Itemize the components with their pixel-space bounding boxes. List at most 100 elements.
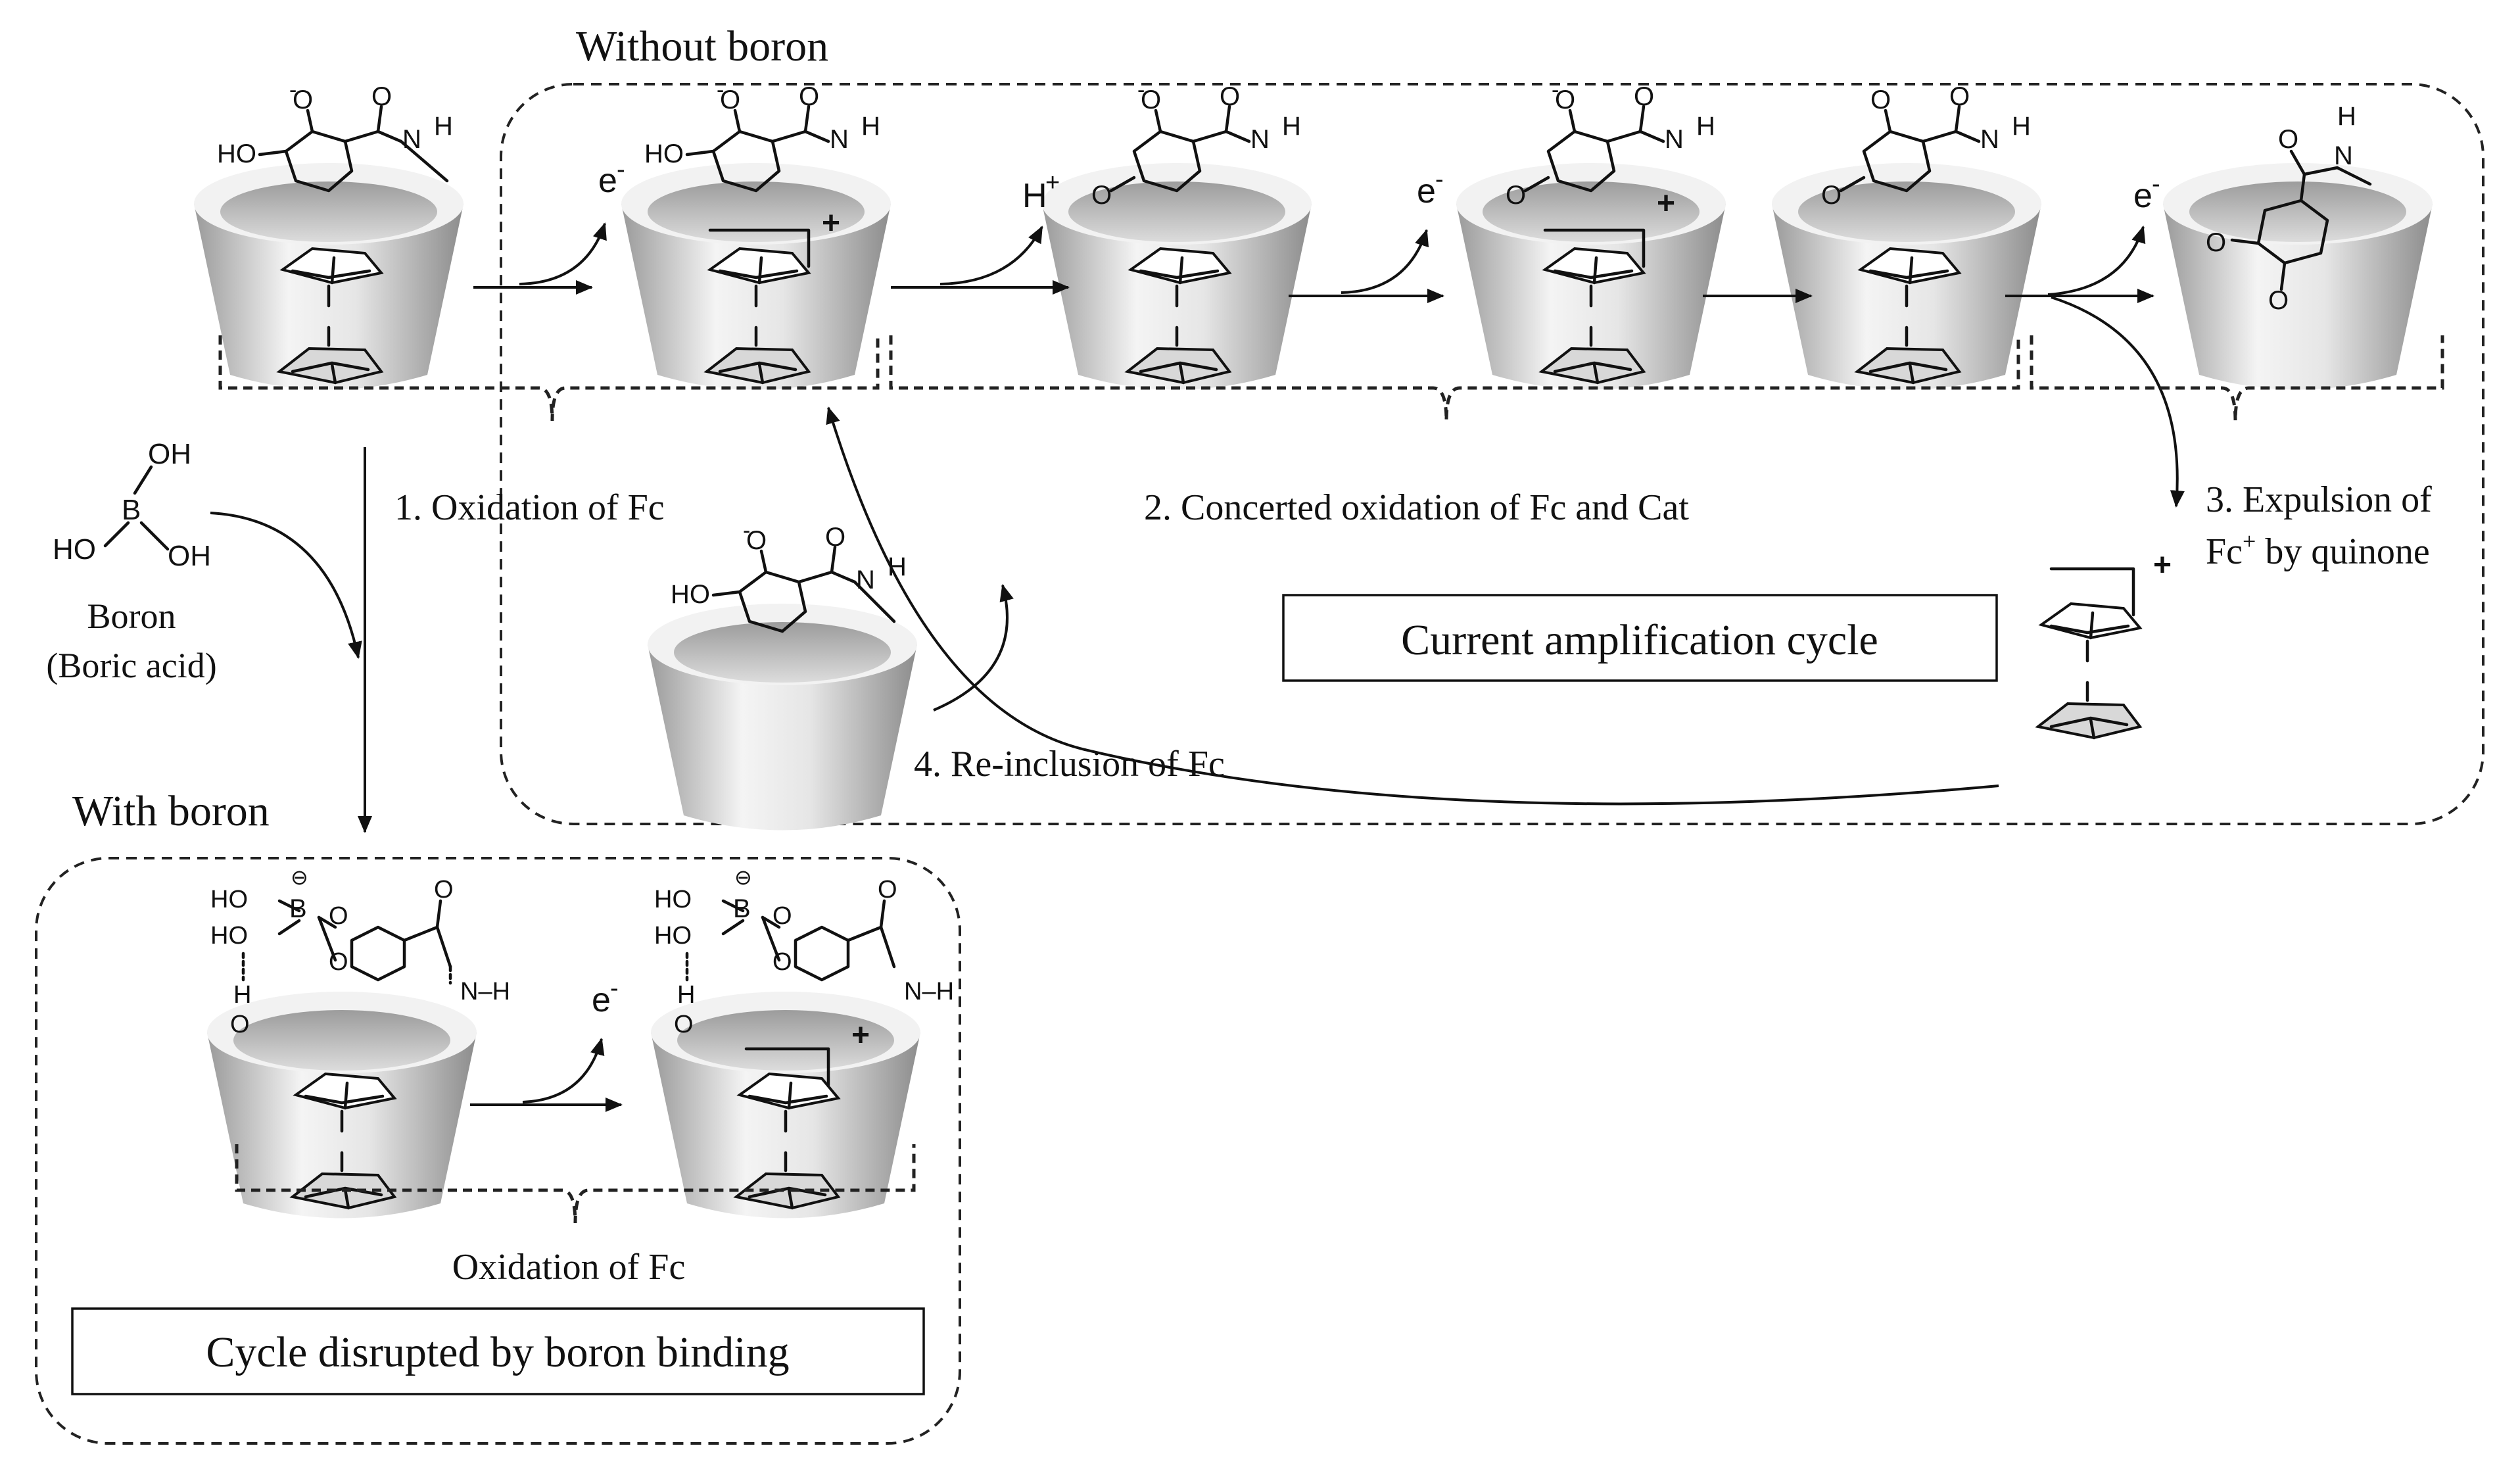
svg-text:O: O bbox=[773, 902, 792, 930]
step-3-label-line2: Fc+ by quinone bbox=[2206, 528, 2430, 572]
svg-text:N: N bbox=[1980, 125, 1999, 154]
svg-text:HO: HO bbox=[671, 580, 710, 609]
svg-text:+: + bbox=[2153, 548, 2172, 583]
step-4-label: 4. Re-inclusion of Fc bbox=[914, 744, 1225, 785]
svg-text:O: O bbox=[329, 902, 348, 930]
svg-text:O: O bbox=[2278, 125, 2298, 154]
svg-text:N–H: N–H bbox=[904, 978, 954, 1005]
svg-text:⊖: ⊖ bbox=[734, 865, 752, 889]
with-boron-title: With boron bbox=[72, 787, 270, 835]
boric-acid-label: (Boric acid) bbox=[46, 646, 216, 685]
svg-text:B: B bbox=[122, 494, 141, 526]
fc-plus-charge: + bbox=[822, 206, 840, 241]
electron-label-2: e bbox=[1417, 172, 1436, 210]
with-boron-frame bbox=[35, 857, 961, 1445]
step-2-label: 2. Concerted oxidation of Fc and Cat bbox=[1144, 487, 1689, 528]
svg-text:O: O bbox=[1949, 82, 1970, 111]
svg-text:H: H bbox=[1282, 112, 1301, 141]
svg-text:N: N bbox=[1665, 125, 1684, 154]
svg-text:-: - bbox=[1552, 78, 1559, 103]
svg-text:-: - bbox=[743, 518, 750, 543]
species-boronate-fc: HO HO B ⊖ O O O H O N–H bbox=[207, 865, 510, 1219]
svg-text:-: - bbox=[717, 78, 724, 103]
svg-text:HO: HO bbox=[53, 533, 96, 566]
svg-text:-: - bbox=[1435, 166, 1444, 193]
svg-text:O: O bbox=[2268, 286, 2289, 315]
svg-text:O: O bbox=[1091, 181, 1112, 210]
species-boronate-fc-oxidized: HO HO B ⊖ O O O H O N–H + bbox=[651, 865, 954, 1219]
svg-text:H: H bbox=[677, 981, 695, 1009]
species-radical-2: O - O O N H + bbox=[1456, 78, 1726, 390]
boronate-charge: ⊖ bbox=[291, 865, 308, 889]
svg-text:N: N bbox=[830, 125, 849, 154]
svg-text:O: O bbox=[230, 1011, 250, 1038]
step-3-label-line1: 3. Expulsion of bbox=[2206, 479, 2432, 520]
svg-text:HO: HO bbox=[654, 922, 692, 950]
current-cycle-box bbox=[1282, 594, 1998, 682]
svg-text:O: O bbox=[799, 82, 819, 111]
reaction-arrow-boron: e - bbox=[470, 975, 623, 1112]
disrupted-cycle-box bbox=[71, 1307, 925, 1395]
svg-text:N–H: N–H bbox=[460, 978, 510, 1005]
svg-text:H: H bbox=[861, 112, 880, 141]
svg-text:H: H bbox=[434, 112, 453, 141]
svg-text:OH: OH bbox=[148, 438, 191, 470]
electron-label-3: e bbox=[2133, 177, 2152, 215]
species-quinone-fc: O O O N H bbox=[1772, 82, 2041, 390]
species-quinone-empty-cd: O O O N H bbox=[2163, 102, 2433, 390]
svg-text:B: B bbox=[289, 894, 307, 923]
svg-text:N: N bbox=[2334, 141, 2353, 170]
without-boron-title: Without boron bbox=[576, 22, 828, 70]
species-fc-oxidized: O - HO O N H + bbox=[621, 78, 891, 390]
svg-text:O: O bbox=[434, 876, 454, 904]
svg-text:O: O bbox=[1141, 85, 1161, 114]
svg-text:O: O bbox=[1220, 82, 1240, 111]
current-cycle-label: Current amplification cycle bbox=[1401, 616, 1878, 664]
reinclusion-arrow bbox=[933, 584, 1014, 712]
species-empty-cd-catechol: O - HO O N H bbox=[648, 518, 917, 831]
svg-text:HO: HO bbox=[654, 886, 692, 913]
disrupted-cycle-label: Cycle disrupted by boron binding bbox=[206, 1328, 789, 1376]
species-radical-1: O - O O N H bbox=[1042, 78, 1312, 390]
boron-oxidation-label: Oxidation of Fc bbox=[452, 1247, 686, 1288]
svg-text:H: H bbox=[2012, 112, 2031, 141]
svg-text:O: O bbox=[878, 876, 897, 904]
brace-boron bbox=[235, 1144, 916, 1224]
electron-label-boron: e bbox=[592, 981, 611, 1019]
svg-text:B: B bbox=[733, 894, 751, 923]
svg-text:O: O bbox=[746, 526, 767, 555]
svg-text:HO: HO bbox=[644, 139, 684, 168]
svg-text:O: O bbox=[825, 523, 845, 552]
svg-text:O: O bbox=[1821, 181, 1842, 210]
boron-label: Boron bbox=[87, 596, 176, 636]
without-boron-frame bbox=[500, 83, 2484, 825]
svg-text:+: + bbox=[1657, 186, 1675, 221]
step-1-label: 1. Oxidation of Fc bbox=[394, 487, 665, 528]
svg-text:H: H bbox=[1696, 112, 1715, 141]
svg-text:-: - bbox=[617, 156, 625, 183]
svg-text:O: O bbox=[773, 948, 792, 976]
svg-text:+: + bbox=[1045, 169, 1060, 197]
electron-label-1: e bbox=[598, 162, 617, 200]
svg-text:O: O bbox=[371, 82, 392, 111]
oxide-label: O bbox=[293, 85, 313, 114]
svg-text:O: O bbox=[1870, 85, 1891, 114]
svg-text:N: N bbox=[402, 125, 421, 154]
reaction-arrows-top: e - H + e - e - bbox=[473, 156, 2185, 508]
boron-addition-arrow bbox=[210, 512, 362, 659]
svg-text:-: - bbox=[2152, 170, 2160, 198]
svg-text:H: H bbox=[2337, 102, 2356, 131]
svg-text:O: O bbox=[1555, 85, 1575, 114]
svg-text:O: O bbox=[674, 1011, 694, 1038]
svg-text:HO: HO bbox=[210, 922, 248, 950]
svg-text:OH: OH bbox=[168, 540, 211, 572]
free-ferrocenium: + bbox=[2038, 548, 2172, 738]
svg-text:O: O bbox=[1634, 82, 1654, 111]
svg-text:-: - bbox=[1137, 78, 1145, 103]
ho-label: HO bbox=[217, 139, 256, 168]
proton-label: H bbox=[1022, 177, 1047, 215]
svg-text:O: O bbox=[329, 948, 348, 976]
svg-text:O: O bbox=[1506, 181, 1526, 210]
svg-text:O: O bbox=[2206, 228, 2226, 257]
